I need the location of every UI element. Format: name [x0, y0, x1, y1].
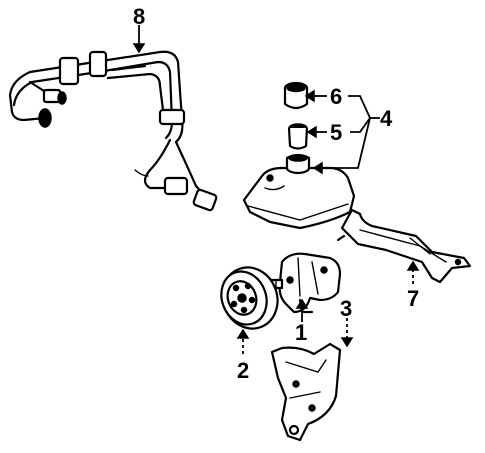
pump-pulley — [220, 266, 279, 330]
callout-5: 5 — [330, 120, 342, 145]
callout-2: 2 — [237, 358, 249, 383]
reservoir-cap — [283, 81, 309, 110]
callout-8: 8 — [133, 4, 145, 29]
reservoir-filter — [287, 123, 309, 150]
hose-assembly — [8, 50, 218, 212]
callout-7: 7 — [407, 286, 419, 311]
lower-bracket — [270, 342, 342, 442]
callout-1: 1 — [295, 320, 307, 345]
callout-4: 4 — [380, 106, 393, 131]
leader-lines — [132, 25, 420, 354]
mounting-bracket — [336, 208, 472, 284]
callout-3: 3 — [340, 296, 352, 321]
reservoir-body — [242, 153, 356, 230]
power-steering-pump — [268, 252, 342, 314]
callout-6: 6 — [330, 84, 342, 109]
